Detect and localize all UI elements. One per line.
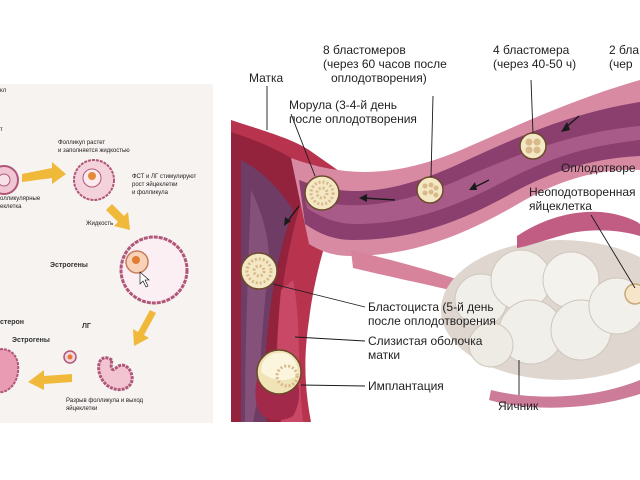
label-8-blastomeres-3: оплодотворения) xyxy=(331,71,427,85)
embryo-4-blastomeres xyxy=(519,132,547,160)
fertilization-figure: Матка Морула (3-4-й день после оплодотво… xyxy=(231,40,640,422)
arrow-3 xyxy=(362,197,396,201)
leader-morula xyxy=(290,113,316,177)
label-blastocyst-1: Бластоциста (5-й день xyxy=(368,300,494,314)
label-unfertilized-egg-1: Неоподотворенная xyxy=(529,185,636,199)
label-2-blastomeres-2: (чер xyxy=(609,57,633,71)
follicle-ruptured xyxy=(63,350,134,392)
follicle-large xyxy=(119,235,189,305)
corpus-luteum xyxy=(0,348,20,394)
embryo-implanted xyxy=(256,349,302,395)
ovarian-ligament xyxy=(351,250,475,296)
label-fsh-stimulate-2: рост яйцеклетки xyxy=(132,181,177,188)
label-uterus: Матка xyxy=(249,71,284,85)
label-2-blastomeres-1: 2 бла xyxy=(609,43,639,57)
embryo-morula xyxy=(304,175,340,211)
follicle-growing xyxy=(73,159,115,201)
label-8-blastomeres-2: (через 60 часов после xyxy=(323,57,447,71)
embryo-blastocyst xyxy=(240,252,278,290)
cursor-icon xyxy=(139,271,150,288)
fimbriae xyxy=(517,211,640,248)
label-follicle-fluid: и заполняется жидкостью xyxy=(58,148,130,154)
leader-mucosa xyxy=(294,336,366,342)
label-fluid: Жидкость xyxy=(86,221,113,227)
arrow-down-right-2 xyxy=(133,310,156,346)
label-blastocyst-2: после оплодотворения xyxy=(368,314,496,328)
embryo-8-blastomeres xyxy=(416,176,444,204)
label-implantation: Имплантация xyxy=(368,379,444,393)
label-lh: ЛГ xyxy=(82,323,91,330)
label-fragment-t: т xyxy=(0,127,3,133)
label-fsh-stimulate: ФСТ и ЛГ стимулируют xyxy=(132,174,197,180)
label-unfertilized-egg-2: яйцеклетка xyxy=(529,199,592,213)
arrow-right-top xyxy=(22,162,66,184)
leader-lines xyxy=(266,79,636,395)
label-estrogens: Эстрогены xyxy=(50,262,88,269)
label-uterine-mucosa-1: Слизистая оболочка xyxy=(368,334,483,348)
label-rupture: Разрыв фолликула и выход xyxy=(66,398,144,404)
tube-arrowheads xyxy=(284,122,570,226)
leader-unfertilized xyxy=(590,214,636,289)
leader-blastocyst xyxy=(272,283,366,308)
label-8-blastomeres-1: 8 бластомеров xyxy=(323,43,406,57)
leader-8-blast xyxy=(430,95,434,178)
fertilization-diagram: Матка Морула (3-4-й день после оплодотво… xyxy=(231,40,640,422)
label-follicles-fragment: олликулярные xyxy=(0,196,41,202)
leader-4-blast xyxy=(530,79,534,134)
cycle-arrows xyxy=(22,162,156,390)
label-4-blastomeres-2: (через 40-50 ч) xyxy=(493,57,576,71)
label-follicles-fragment-2: еклетка xyxy=(0,204,22,210)
leader-implantation xyxy=(300,384,366,387)
fallopian-tube xyxy=(291,80,640,256)
menstrual-cycle-figure: кл т олликулярные еклетка Фолликул расте… xyxy=(0,88,197,412)
label-4-blastomeres-1: 4 бластомера xyxy=(493,43,570,57)
arrow-left-bottom xyxy=(28,370,72,390)
label-follicle-grows: Фолликул растет xyxy=(58,140,105,146)
follicle-primary xyxy=(0,165,19,195)
arrow-down-right xyxy=(106,204,130,230)
menstrual-cycle-diagram: кл т олликулярные еклетка Фолликул расте… xyxy=(0,84,213,423)
label-fertilization: Оплодотворе xyxy=(561,161,636,175)
label-morula-2: после оплодотворения xyxy=(289,112,417,126)
label-ovary: Яичник xyxy=(498,399,539,413)
ovary xyxy=(441,240,640,408)
arrow-4 xyxy=(286,205,300,223)
label-estrogens-2: Эстрогены xyxy=(12,337,50,344)
label-morula-1: Морула (3-4-й день xyxy=(289,98,397,112)
label-rupture-2: яйцеклетки xyxy=(66,405,97,412)
label-uterine-mucosa-2: матки xyxy=(368,348,400,362)
cycle-title-fragment: кл xyxy=(0,88,7,94)
top-labels xyxy=(231,40,640,70)
label-progesterone-fragment: стерон xyxy=(0,319,24,326)
label-fsh-stimulate-3: и фолликула xyxy=(132,190,169,196)
